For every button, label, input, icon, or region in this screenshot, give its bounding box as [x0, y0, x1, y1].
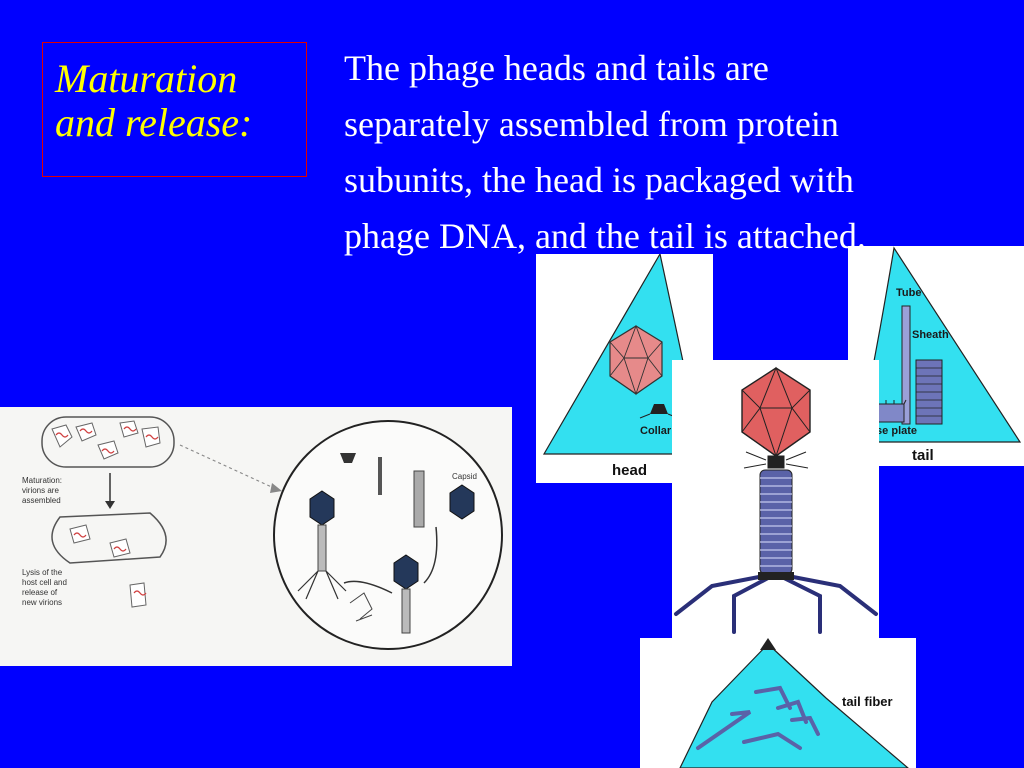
- tail-fiber-illustration: tail fiber: [679, 638, 909, 768]
- step1-label-1: Maturation:: [22, 476, 62, 485]
- body-line-1: The phage heads and tails are: [344, 48, 769, 88]
- zoom-arrow-head: [270, 483, 282, 493]
- tail-fiber-panel: tail fiber: [640, 638, 916, 768]
- tube-label: Tube: [896, 287, 921, 299]
- baseplate-piece: [340, 453, 356, 463]
- lifecycle-diagram: Maturation: virions are assembled Lysis …: [0, 407, 512, 666]
- cycle-arrow-right: [423, 526, 438, 584]
- sheath-label: Sheath: [912, 329, 949, 341]
- step2-label-3: release of: [22, 588, 58, 597]
- phage-sheath-icon: [759, 469, 793, 575]
- sheath-piece: [413, 470, 425, 528]
- dna-top: [55, 426, 159, 454]
- body-line-4: phage DNA, and the tail is attached.: [344, 216, 866, 256]
- sheath-icon: [915, 359, 943, 425]
- virions-top: [51, 420, 161, 460]
- host-cell-bottom: [51, 512, 167, 564]
- step2-label-2: host cell and: [22, 578, 67, 587]
- phage-capsid-icon: [741, 366, 811, 458]
- tail-label: tail: [912, 447, 934, 464]
- detail-circle: [273, 420, 503, 650]
- step2-label-4: new virions: [22, 598, 62, 607]
- host-cell-top: [41, 416, 175, 468]
- slide-title-line-1: Maturation: [55, 56, 238, 101]
- tube-icon: [901, 305, 911, 425]
- phage-base-plate: [758, 572, 794, 580]
- phage-tail-fibers: [674, 574, 878, 634]
- phage-right: [393, 554, 419, 634]
- capsid-icon: [449, 484, 475, 520]
- fiber-pieces: [349, 592, 373, 622]
- lifecycle-illustration: Maturation: virions are assembled Lysis …: [22, 416, 503, 650]
- head-label: head: [612, 462, 647, 479]
- step1-label-3: assembled: [22, 496, 61, 505]
- tail-panel: Tube Sheath Base plate tail: [848, 246, 1024, 466]
- body-line-3: subunits, the head is packaged with: [344, 160, 854, 200]
- dna-bottom: [73, 532, 147, 596]
- capsid-label: Capsid: [452, 472, 477, 481]
- virions-bottom: [69, 524, 147, 608]
- fiber-pieces-icon: [696, 685, 820, 750]
- head-illustration: Collar head: [542, 254, 710, 479]
- zoom-arrow-line: [179, 444, 277, 490]
- phage-panel: [672, 360, 879, 640]
- whiskers-icon: [743, 451, 809, 469]
- step-arrow-head: [105, 501, 115, 509]
- step2-label-1: Lysis of the: [22, 568, 63, 577]
- slide-title-box: Maturation and release:: [42, 42, 307, 177]
- cycle-arrow-left: [343, 580, 393, 594]
- body-line-2: separately assembled from protein: [344, 104, 839, 144]
- head-capsid-icon: [609, 324, 663, 396]
- fiber-cyan-area: [679, 643, 909, 768]
- tail-fiber-label: tail fiber: [842, 694, 893, 709]
- slide-body-text: The phage heads and tails are separately…: [344, 40, 1024, 264]
- step1-label-2: virions are: [22, 486, 59, 495]
- phage-left: [297, 490, 347, 600]
- phage-illustration: [674, 366, 878, 634]
- slide-title-line-2: and release:: [55, 100, 253, 145]
- collar-label: Collar: [640, 425, 672, 437]
- tail-piece: [378, 457, 382, 495]
- fiber-arrow-head: [760, 638, 776, 650]
